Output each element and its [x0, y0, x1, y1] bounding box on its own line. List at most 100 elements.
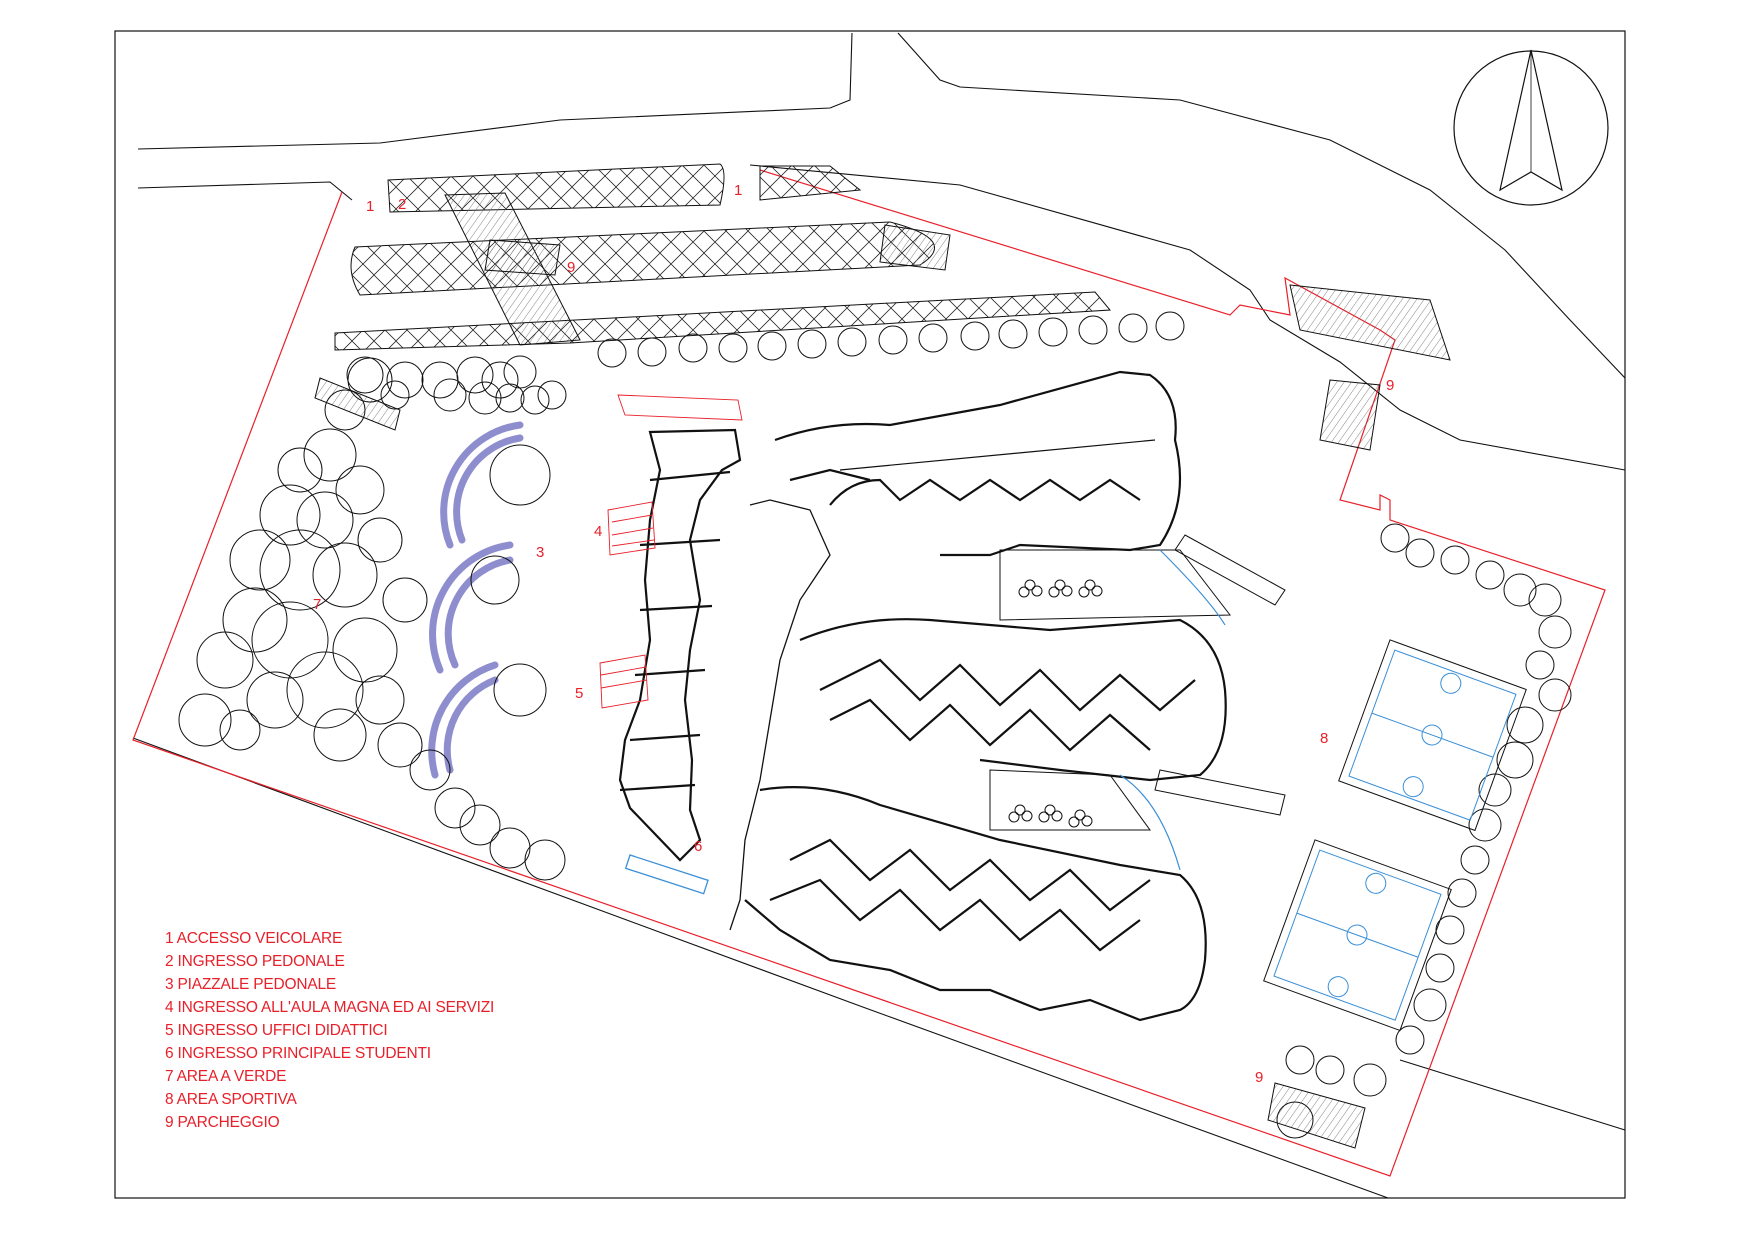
tree-canopy	[493, 663, 547, 717]
tree-canopy	[918, 323, 948, 353]
drawing-frame	[114, 30, 1626, 1199]
marker-7: 7	[313, 596, 321, 613]
tree-canopy	[1525, 650, 1555, 680]
marker-9-south: 9	[1255, 1069, 1263, 1086]
tree-canopy	[377, 722, 423, 768]
tree-canopy	[459, 804, 501, 846]
tree-canopy	[296, 491, 354, 549]
marker-1-east: 1	[734, 182, 742, 199]
tree-canopy	[481, 361, 519, 399]
tree-canopy	[637, 337, 667, 367]
legend-item: 8 AREA SPORTIVA	[165, 1091, 298, 1108]
courtyard-tree	[1038, 811, 1050, 823]
tree-canopy	[324, 389, 366, 431]
tree-canopy	[434, 787, 476, 829]
tree-canopy	[1405, 538, 1435, 568]
tree-canopy	[678, 333, 708, 363]
courtyard-tree	[1081, 815, 1093, 827]
tree-canopy	[357, 517, 403, 563]
tree-canopy	[960, 321, 990, 351]
tree-canopy	[332, 617, 398, 683]
school-building	[618, 370, 1227, 1022]
courtyard-tree	[1031, 585, 1043, 597]
tree-canopy	[246, 671, 304, 729]
tree-canopy	[718, 333, 748, 363]
tree-canopy	[346, 356, 384, 394]
courtyard-tree	[1061, 585, 1073, 597]
marker-6: 6	[694, 838, 702, 855]
courtyard-tree	[1074, 809, 1086, 821]
tree-canopy	[489, 827, 531, 869]
legend-item: 7 AREA A VERDE	[165, 1068, 286, 1085]
tree-canopy	[1506, 706, 1544, 744]
courtyard-tree	[1018, 586, 1030, 598]
tree-canopy	[1353, 1063, 1387, 1097]
courtyard-tree	[1044, 804, 1056, 816]
courtyard-tree	[1084, 579, 1096, 591]
entrance-steps	[599, 394, 743, 709]
amphitheatre	[428, 421, 524, 779]
tree-canopy	[489, 444, 551, 506]
marker-3: 3	[536, 544, 544, 561]
courtyard-tree	[1054, 579, 1066, 591]
trees	[178, 311, 1572, 1139]
tree-canopy	[456, 356, 494, 394]
tree-canopy	[1503, 573, 1537, 607]
tree-canopy	[433, 378, 467, 412]
tree-canopy	[1475, 560, 1505, 590]
legend-item: 2 INGRESSO PEDONALE	[165, 953, 345, 970]
tree-canopy	[380, 380, 410, 410]
courtyard-tree	[1091, 585, 1103, 597]
courtyard-tree	[1078, 586, 1090, 598]
legend-item: 9 PARCHEGGIO	[165, 1114, 280, 1131]
tree-canopy	[1038, 317, 1068, 347]
legend: 1 ACCESSO VEICOLARE 2 INGRESSO PEDONALE …	[165, 930, 494, 1131]
legend-item: 6 INGRESSO PRINCIPALE STUDENTI	[165, 1045, 431, 1062]
tree-canopy	[229, 529, 291, 591]
marker-5: 5	[575, 685, 583, 702]
marker-1-west: 1	[366, 198, 374, 215]
tree-canopy	[1395, 1025, 1425, 1055]
courtyard-tree	[1021, 810, 1033, 822]
tree-canopy	[259, 529, 341, 611]
tree-canopy	[998, 319, 1028, 349]
tree-canopy	[470, 555, 520, 605]
tree-canopy	[196, 631, 254, 689]
tree-canopy	[421, 361, 459, 399]
tree-canopy	[219, 709, 261, 751]
tree-canopy	[251, 601, 329, 679]
tree-canopy	[495, 383, 525, 413]
tree-canopy	[1447, 878, 1477, 908]
parking-strips	[314, 163, 1451, 1149]
tree-canopy	[286, 651, 364, 729]
tree-canopy	[1078, 315, 1108, 345]
tree-canopy	[313, 708, 367, 762]
courtyard-tree	[1068, 816, 1080, 828]
tree-canopy	[1538, 615, 1572, 649]
tree-canopy	[347, 357, 393, 403]
tree-canopy	[277, 447, 323, 493]
tree-canopy	[1425, 953, 1455, 983]
tree-canopy	[757, 331, 787, 361]
tree-canopy	[1528, 583, 1562, 617]
marker-9-east: 9	[1386, 377, 1394, 394]
tree-canopy	[1285, 1045, 1315, 1075]
tree-canopy	[837, 327, 867, 357]
north-arrow-icon	[1453, 49, 1609, 206]
tree-canopy	[222, 587, 288, 653]
plan-markers: 1 1 2 9 9 9 3 4 5 6 7 8	[313, 182, 1394, 1086]
legend-item: 4 INGRESSO ALL'AULA MAGNA ED AI SERVIZI	[165, 999, 494, 1016]
tree-canopy	[537, 380, 567, 410]
marker-9-north: 9	[567, 259, 575, 276]
courtyard-tree	[1048, 586, 1060, 598]
tree-canopy	[1315, 1055, 1345, 1085]
tree-canopy	[1496, 741, 1534, 779]
tree-canopy	[312, 542, 378, 608]
courtyard-tree	[1008, 811, 1020, 823]
roads	[132, 32, 1626, 1199]
courtyard-tree	[1024, 579, 1036, 591]
legend-item: 3 PIAZZALE PEDONALE	[165, 976, 336, 993]
tree-canopy	[520, 385, 550, 415]
tree-canopy	[524, 839, 566, 881]
